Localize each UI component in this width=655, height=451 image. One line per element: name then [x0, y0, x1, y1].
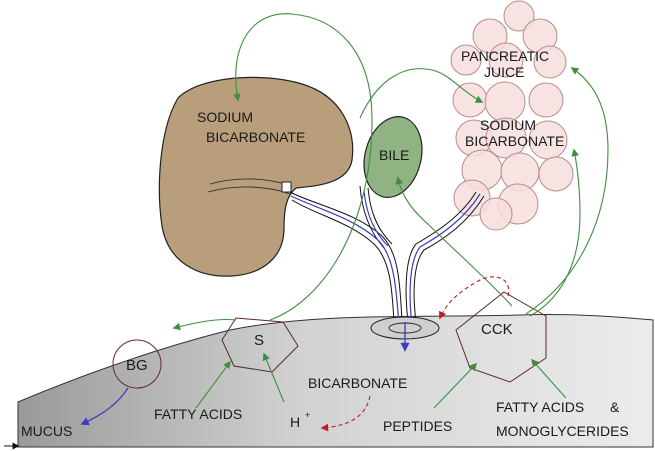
label-fatty-acids-2: FATTY ACIDS [496, 399, 584, 415]
liver-duct-notch [281, 181, 292, 193]
label-mucus: MUCUS [21, 423, 72, 439]
label-h: H [290, 414, 300, 430]
label-ampersand: & [610, 399, 620, 415]
label-monoglycerides: MONOGLYCERIDES [496, 423, 629, 439]
label-fatty-acids: FATTY ACIDS [154, 406, 242, 422]
label-bicarbonate-pancreas: BICARBONATE [465, 133, 564, 149]
intestine-wall [17, 314, 654, 448]
label-peptides: PEPTIDES [383, 418, 452, 434]
green-arrows [172, 13, 609, 409]
pancreas [450, 0, 574, 231]
label-bicarbonate: BICARBONATE [308, 375, 407, 391]
label-sodium-liver: SODIUM [197, 109, 253, 125]
liver [158, 76, 354, 277]
bg-to-mucus-arrow [80, 387, 129, 426]
bg-cell [112, 339, 162, 389]
label-juice: JUICE [484, 64, 524, 80]
label-s: S [254, 332, 264, 349]
bicarbonate-to-h-arrow [320, 395, 371, 432]
label-bicarbonate-liver: BICARBONATE [206, 129, 305, 145]
gallbladder [363, 116, 423, 198]
label-pancreatic: PANCREATIC [461, 48, 549, 64]
cck-feedback-arrow [438, 276, 510, 320]
label-h-plus: + [305, 410, 310, 420]
label-cck: CCK [481, 321, 513, 338]
label-bile: BILE [379, 147, 409, 163]
duct-tree [289, 185, 485, 327]
label-bg: BG [126, 357, 148, 374]
label-sodium-pancreas: SODIUM [480, 117, 536, 133]
